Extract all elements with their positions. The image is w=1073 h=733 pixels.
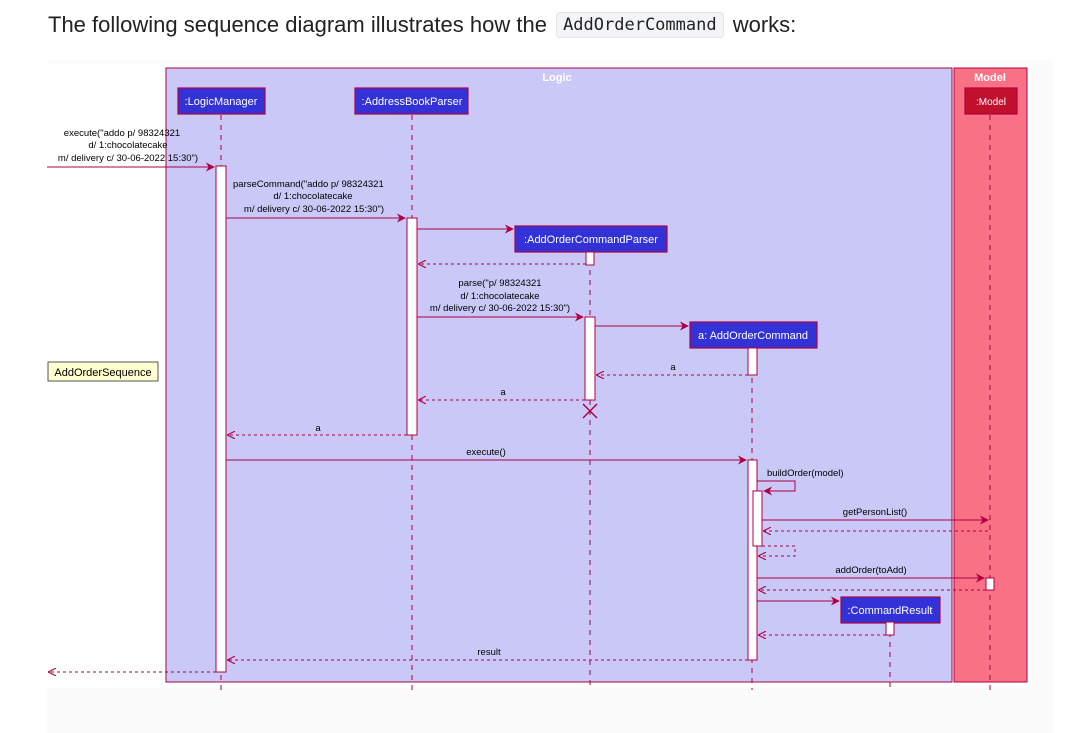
activation-build-order (752, 490, 763, 547)
label-result: result (477, 647, 501, 658)
label-parse-line2: d/ 1:chocolatecake (460, 291, 539, 302)
intro-text-before: The following sequence diagram illustrat… (48, 12, 554, 37)
arrow-build-order-return (759, 545, 796, 556)
activation-parser-parse (584, 316, 596, 401)
label-parse-command-line1: parseCommand("addo p/ 98324321 (233, 179, 384, 190)
arrow-build-order (757, 480, 796, 496)
activation-logic-manager (215, 165, 227, 673)
logic-group-box (165, 67, 953, 683)
intro-sentence: The following sequence diagram illustrat… (48, 12, 796, 38)
participant-command-result-label: :CommandResult (848, 605, 933, 617)
participant-address-book-parser (354, 87, 469, 115)
participant-model-label: :Model (976, 97, 1006, 108)
label-parse-line3: m/ delivery c/ 30-06-2022 15:30") (430, 303, 570, 314)
label-build-order: buildOrder(model) (767, 468, 844, 479)
label-return-a-3: a (315, 423, 321, 434)
activation-parser-constructor (585, 251, 595, 266)
destroy-mark-icon (582, 403, 598, 419)
label-execute-call-line1: execute("addo p/ 98324321 (64, 128, 180, 139)
participant-add-order-command-label: a: AddOrderCommand (698, 330, 808, 342)
label-parse-line1: parse("p/ 98324321 (458, 278, 541, 289)
participant-add-order-command (689, 321, 818, 349)
label-parse-command-line3: m/ delivery c/ 30-06-2022 15:30") (244, 204, 384, 215)
activation-command-execute (747, 459, 758, 661)
logic-group-label: Logic (542, 72, 571, 84)
label-add-order: addOrder(toAdd) (835, 565, 906, 576)
participant-command-result (840, 596, 941, 624)
label-return-a-1: a (670, 362, 676, 373)
participant-add-order-command-parser-label: :AddOrderCommandParser (524, 234, 658, 246)
activation-bars (215, 165, 995, 673)
participant-model (964, 87, 1018, 115)
inline-code-add-order-command: AddOrderCommand (556, 12, 724, 38)
activation-model-add-order (985, 577, 995, 591)
activation-command-constructor (747, 347, 758, 376)
label-execute-call-line3: m/ delivery c/ 30-06-2022 15:30") (58, 153, 198, 164)
participant-address-book-parser-label: :AddressBookParser (362, 96, 463, 108)
label-parse-command-line2: d/ 1:chocolatecake (273, 191, 352, 202)
note-label: AddOrderSequence (54, 367, 151, 379)
label-execute: execute() (466, 447, 506, 458)
label-get-person-list: getPersonList() (843, 507, 907, 518)
activation-address-book-parser (406, 217, 418, 436)
intro-text-after: works: (726, 12, 797, 37)
label-execute-call-line2: d/ 1:chocolatecake (88, 140, 167, 151)
participant-logic-manager-label: :LogicManager (185, 96, 258, 108)
activation-command-result (885, 621, 895, 636)
model-group-label: Model (974, 72, 1006, 84)
note-box (47, 361, 159, 382)
participant-logic-manager (177, 87, 266, 115)
label-return-a-2: a (500, 387, 506, 398)
